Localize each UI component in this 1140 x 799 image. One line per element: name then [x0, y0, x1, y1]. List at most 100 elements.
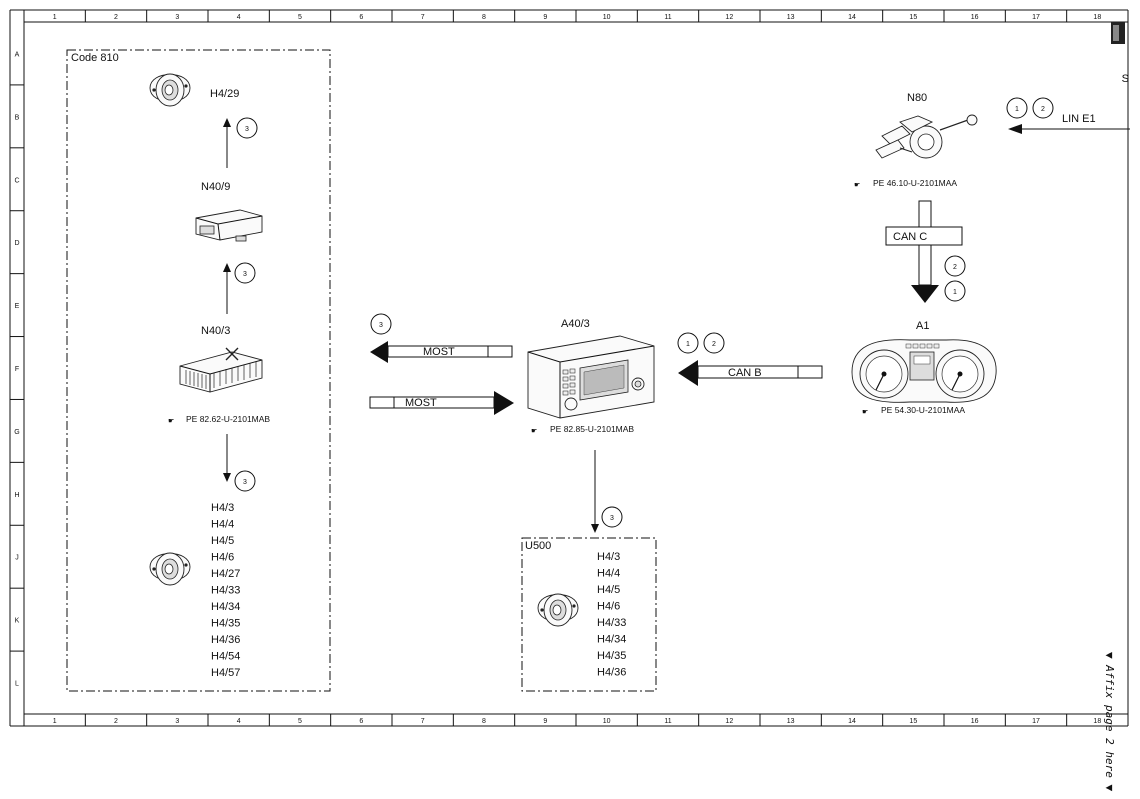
speaker-label: H4/27 — [211, 568, 240, 580]
svg-text:1: 1 — [686, 341, 690, 348]
code810-label: Code 810 — [71, 52, 119, 64]
svg-text:3: 3 — [379, 322, 383, 329]
speaker-icon — [149, 73, 191, 107]
row-letter: D — [14, 240, 19, 247]
head-unit-icon — [527, 335, 655, 419]
column-number: 10 — [603, 14, 611, 21]
a40-3-reference: PE 82.85-U-2101MAB — [550, 424, 634, 434]
module-icon — [195, 209, 263, 242]
column-number: 2 — [114, 718, 118, 725]
column-number: 15 — [909, 718, 917, 725]
arrow-down-icon — [223, 473, 231, 482]
row-letter: G — [14, 429, 19, 436]
left-speaker-list: H4/3H4/4H4/5H4/6H4/27H4/33H4/34H4/35H4/3… — [211, 502, 240, 679]
row-letter: B — [15, 114, 20, 121]
marker-circle — [236, 117, 258, 139]
row-letter: A — [15, 51, 20, 58]
speaker-label: H4/57 — [211, 667, 240, 679]
column-number: 8 — [482, 14, 486, 21]
marker-circle — [234, 262, 256, 284]
most-bus-outgoing: 3 MOST — [370, 313, 513, 363]
n80-reference: PE 46.10-U-2101MAA — [873, 178, 957, 188]
column-number: 6 — [359, 14, 363, 21]
svg-text:3: 3 — [243, 479, 247, 486]
reference-hand-icon: ☛ — [862, 409, 868, 416]
instrument-cluster-icon — [851, 339, 997, 403]
arrow-up-icon — [223, 118, 231, 127]
column-number: 12 — [725, 718, 733, 725]
column-number: 17 — [1032, 14, 1040, 21]
svg-text:1: 1 — [953, 289, 957, 296]
can-b-label: CAN B — [728, 367, 762, 379]
most-in-label: MOST — [405, 397, 437, 409]
speaker-label: H4/36 — [597, 667, 626, 679]
reference-hand-icon: ☛ — [854, 182, 860, 189]
marker-circle — [234, 470, 256, 492]
can-c-bus: CAN C 2 1 — [885, 200, 966, 303]
u500-label: U500 — [525, 540, 551, 552]
column-number: 11 — [664, 14, 671, 21]
svg-text:2: 2 — [712, 341, 716, 348]
can-b-bus: 1 2 CAN B — [677, 332, 823, 386]
code810-group-box — [66, 49, 331, 692]
column-number: 9 — [543, 718, 547, 725]
column-number: 14 — [848, 14, 856, 21]
arrow-up-icon — [223, 263, 231, 272]
most-bus-incoming: MOST — [369, 391, 514, 415]
column-number: 15 — [909, 14, 917, 21]
can-c-label: CAN C — [893, 231, 927, 243]
speaker-icon — [537, 593, 579, 627]
n40-3-reference: PE 82.62-U-2101MAB — [186, 414, 270, 424]
edge-letter: S — [1122, 73, 1129, 85]
column-number: 17 — [1032, 718, 1040, 725]
speaker-label: H4/4 — [211, 519, 234, 531]
speaker-label: H4/4 — [597, 568, 620, 580]
svg-text:2: 2 — [953, 264, 957, 271]
h4-29-label: H4/29 — [210, 88, 239, 100]
column-number: 6 — [359, 718, 363, 725]
a1-reference: PE 54.30-U-2101MAA — [881, 405, 965, 415]
speaker-label: H4/6 — [597, 601, 620, 613]
speaker-label: H4/33 — [211, 585, 240, 597]
column-number: 16 — [971, 718, 979, 725]
row-letter: K — [15, 618, 20, 625]
column-number: 7 — [421, 718, 425, 725]
row-letter: F — [15, 366, 19, 373]
speaker-label: H4/34 — [597, 634, 626, 646]
n40-3-label: N40/3 — [201, 325, 230, 337]
speaker-label: H4/35 — [211, 618, 240, 630]
column-number: 5 — [298, 718, 302, 725]
svg-text:2: 2 — [1041, 106, 1045, 113]
speaker-label: H4/35 — [597, 650, 626, 662]
reference-hand-icon: ☛ — [531, 428, 537, 435]
column-number: 18 — [1093, 14, 1101, 21]
svg-text:1: 1 — [1015, 106, 1019, 113]
n40-9-label: N40/9 — [201, 181, 230, 193]
marker-circle — [601, 506, 623, 528]
row-letter: H — [14, 492, 19, 499]
column-number: 13 — [787, 14, 795, 21]
column-number: 8 — [482, 718, 486, 725]
column-number: 7 — [421, 14, 425, 21]
speaker-label: H4/3 — [211, 502, 234, 514]
speaker-label: H4/5 — [597, 584, 620, 596]
svg-text:3: 3 — [245, 126, 249, 133]
row-letter: E — [15, 303, 20, 310]
column-number: 16 — [971, 14, 979, 21]
svg-text:3: 3 — [610, 515, 614, 522]
speaker-label: H4/33 — [597, 617, 626, 629]
row-letter: C — [14, 177, 19, 184]
column-number: 3 — [175, 14, 179, 21]
svg-text:3: 3 — [243, 271, 247, 278]
column-number: 3 — [175, 718, 179, 725]
row-letter: L — [15, 681, 19, 688]
speaker-label: H4/54 — [211, 651, 240, 663]
affix-note: ▼ Affix page 2 here ▼ — [1103, 652, 1116, 791]
a40-3-label: A40/3 — [561, 318, 590, 330]
column-number: 4 — [237, 14, 241, 21]
reference-hand-icon: ☛ — [168, 418, 174, 425]
column-number: 5 — [298, 14, 302, 21]
most-out-label: MOST — [423, 346, 455, 358]
